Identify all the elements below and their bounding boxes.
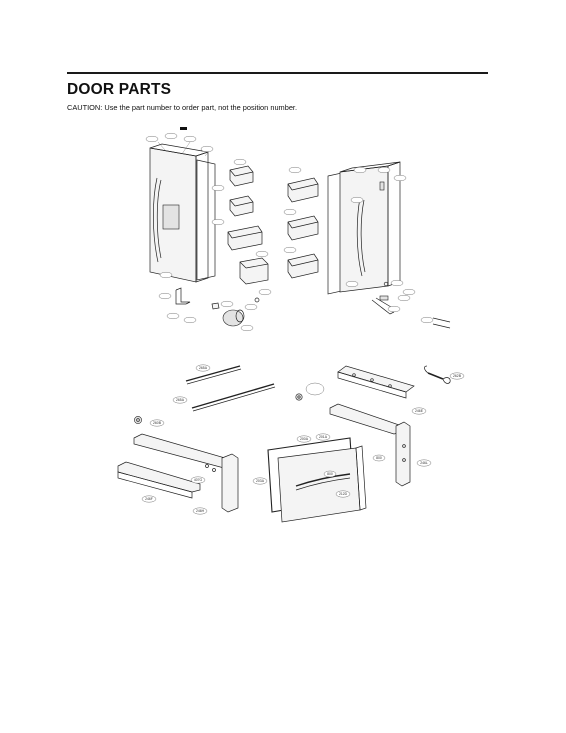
door-bin <box>287 215 319 241</box>
hinge-cover <box>379 181 385 191</box>
pin <box>432 323 451 329</box>
callout-rail-bracket: 246E <box>415 409 424 413</box>
wrench-head <box>442 377 451 384</box>
rail-lower <box>191 383 275 409</box>
right-bracket-upper <box>329 403 403 435</box>
wrench-tool: 262B <box>424 365 465 384</box>
left-bracket-lower-face <box>117 471 193 499</box>
screw <box>383 281 389 287</box>
wrench-handle <box>427 372 444 380</box>
callout-door-front: 200A <box>300 437 309 441</box>
right-hinge-parts <box>371 280 451 329</box>
empty-callout <box>305 382 325 396</box>
left-door-gasket <box>196 159 216 281</box>
rail-upper <box>185 365 241 382</box>
door-front-panel <box>277 447 361 523</box>
callout-knob: 260B <box>153 421 162 425</box>
callout-screw-right: 800 <box>376 456 382 460</box>
left-bracket-lower <box>117 461 201 493</box>
right-door-bins <box>283 166 319 279</box>
callout-right-bracket: 246L <box>420 461 428 465</box>
door-bin-wide <box>227 225 263 251</box>
right-door-assembly <box>327 161 407 295</box>
damper-cylinder <box>222 309 244 327</box>
callout-wrench: 262B <box>453 374 462 378</box>
callout-gasket: 203A <box>256 479 265 483</box>
callout-rail-upper: 265A <box>199 366 208 370</box>
left-door-handle <box>153 177 159 263</box>
callout-rail-lower: 265A <box>176 398 185 402</box>
callout-bracket-lower: 407G <box>194 478 203 482</box>
drawer-handle <box>295 473 351 487</box>
rail-bracket <box>337 365 415 393</box>
right-door-handle-inner <box>360 199 366 273</box>
left-door-assembly <box>149 141 216 283</box>
callout-screw-left: 800 <box>327 472 333 476</box>
door-bin <box>287 253 319 279</box>
right-rail-assembly: 246E <box>337 365 427 415</box>
left-bracket-post <box>221 453 239 513</box>
callout-handle: 212D <box>339 492 348 496</box>
knob-part: 260B <box>134 416 165 427</box>
drawer-handle-lower <box>295 477 351 491</box>
right-bracket-post <box>395 421 411 487</box>
caution-note: CAUTION: Use the part number to order pa… <box>67 103 298 112</box>
header-rule <box>67 72 488 74</box>
callout-bracket-post: 246H <box>196 509 205 513</box>
left-bracket-upper <box>133 433 233 469</box>
screw <box>254 297 260 303</box>
page-title: DOOR PARTS <box>67 81 172 98</box>
hinge-arm <box>371 299 395 315</box>
freezer-drawer-door: 200A 201A 800 800 203A 212D <box>252 433 386 523</box>
left-door-callouts <box>145 132 214 279</box>
right-door-handle <box>356 197 363 277</box>
left-door-bins <box>211 158 269 285</box>
door-bin <box>229 195 254 217</box>
door-bin <box>287 177 319 203</box>
hinge-bracket-edge <box>175 287 191 305</box>
left-door-side-edge <box>195 151 209 283</box>
callout-door-frame: 201A <box>319 435 328 439</box>
hinge-cap <box>211 302 220 310</box>
rail-bracket-face <box>337 371 407 399</box>
callout-bracket-rail: 246F <box>145 497 153 501</box>
wrench-tail <box>424 365 429 374</box>
pin <box>432 317 451 323</box>
door-bin-tall <box>239 257 269 285</box>
rail-lower-edge <box>192 386 276 412</box>
hinge-bracket <box>175 290 186 305</box>
hinge-block <box>379 295 389 301</box>
dispenser-recess <box>162 204 180 230</box>
damper-cylinder-end <box>235 309 245 323</box>
marker-tag <box>180 127 187 130</box>
door-side-edge <box>355 445 367 511</box>
roller-part <box>295 382 325 401</box>
rail-upper-edge <box>186 368 242 385</box>
left-drawer-bracket: 407G 246F 246H <box>117 433 239 515</box>
knob <box>134 416 142 424</box>
door-bin <box>229 165 254 187</box>
left-hinge-parts <box>158 287 272 332</box>
roller-wheel <box>295 393 303 401</box>
left-door-handle-inner <box>156 179 162 259</box>
slide-rails: 265A 265A <box>172 364 276 412</box>
right-drawer-bracket: 246L <box>329 403 432 487</box>
